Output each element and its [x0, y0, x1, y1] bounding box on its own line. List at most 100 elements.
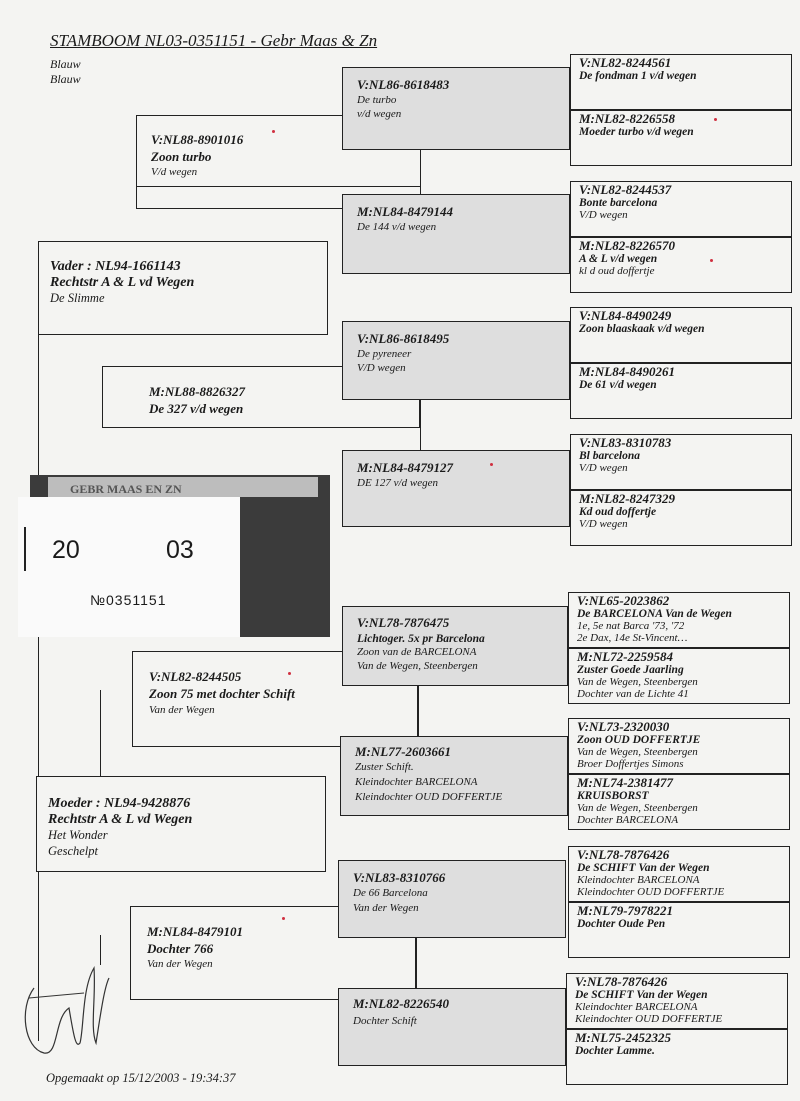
gggp-box: V:NL65-2023862 De BARCELONA Van de Wegen…	[568, 592, 790, 648]
gggp-line: Van de Wegen, Steenbergen	[577, 676, 698, 688]
gggp-ring: M:NL82-8247329	[579, 491, 676, 506]
gp-sub: Van der Wegen	[147, 958, 213, 970]
gp-ring: M:NL88-8826327	[149, 384, 246, 399]
father-line1: Rechtstr A & L vd Wegen	[50, 275, 195, 290]
gggp-box: V:NL83-8310783 Bl barcelona V/D wegen	[570, 434, 792, 490]
gggp-line: A & L v/d wegen	[579, 253, 658, 265]
gggp-line: Bonte barcelona	[579, 197, 658, 209]
marker-dot	[272, 130, 275, 133]
gggp-line: De fondman 1 v/d wegen	[579, 70, 697, 82]
trunk-line	[38, 241, 39, 1041]
gggp-box: M:NL74-2381477 KRUISBORST Van de Wegen, …	[568, 774, 790, 830]
gggp-ring: V:NL82-8244561	[579, 55, 672, 70]
ggp-box: M:NL82-8226540 Dochter Schift	[338, 988, 566, 1066]
ggp-line: Zoon van de BARCELONA	[357, 646, 477, 658]
marker-dot	[282, 917, 285, 920]
gp-ring: V:NL82-8244505	[149, 669, 242, 684]
gggp-box: V:NL78-7876426 De SCHIFT Van der Wegen K…	[566, 973, 788, 1029]
ggp-box: M:NL84-8479127 DE 127 v/d wegen	[342, 450, 570, 527]
gggp-ring: V:NL82-8244537	[579, 182, 672, 197]
gggp-line: Kleindochter BARCELONA	[577, 874, 700, 886]
gggp-box: V:NL84-8490249 Zoon blaaskaak v/d wegen	[570, 307, 792, 363]
ggp-line: Zuster Schift.	[355, 761, 414, 773]
gp-ring: M:NL84-8479101	[147, 924, 244, 939]
gp-name: Dochter 766	[147, 941, 214, 956]
gggp-ring: M:NL79-7978221	[577, 903, 674, 918]
ggp-line: DE 127 v/d wegen	[357, 477, 438, 489]
ggp-box: M:NL77-2603661 Zuster Schift. Kleindocht…	[340, 736, 568, 816]
ggp-line: Kleindochter OUD DOFFERTJE	[355, 791, 503, 803]
ggp-ring: V:NL86-8618483	[357, 77, 450, 92]
gp-name: Zoon 75 met dochter Schift	[149, 686, 295, 701]
gggp-line: Kd oud doffertje	[579, 506, 657, 518]
card-year-2: 03	[166, 536, 194, 564]
gggp-box: M:NL75-2452325 Dochter Lamme.	[566, 1029, 788, 1085]
gggp-box: V:NL73-2320030 Zoon OUD DOFFERTJE Van de…	[568, 718, 790, 774]
gggp-ring: M:NL82-8226570	[579, 238, 676, 253]
gp-name: De 327 v/d wegen	[149, 401, 244, 416]
gggp-line: V/D wegen	[579, 462, 628, 474]
gggp-ring: M:NL72-2259584	[577, 649, 674, 664]
gggp-line: Kleindochter BARCELONA	[575, 1001, 698, 1013]
gggp-line: Van de Wegen, Steenbergen	[577, 802, 698, 814]
grandparent-box: V:NL82-8244505 Zoon 75 met dochter Schif…	[132, 651, 418, 747]
gggp-line: Moeder turbo v/d wegen	[579, 126, 694, 138]
gggp-line: 1e, 5e nat Barca '73, '72	[577, 620, 685, 632]
gggp-line: Bl barcelona	[579, 450, 641, 462]
gggp-line: Kleindochter OUD DOFFERTJE	[575, 1013, 723, 1025]
ggp-box: V:NL83-8310766 De 66 Barcelona Van der W…	[338, 860, 566, 938]
gggp-ring: V:NL78-7876426	[575, 974, 668, 989]
mother-line2: Het Wonder	[48, 828, 108, 842]
gggp-line: De SCHIFT Van der Wegen	[575, 989, 708, 1001]
ggp-box: V:NL86-8618495 De pyreneer V/D wegen	[342, 321, 570, 400]
gggp-box: M:NL72-2259584 Zuster Goede Jaarling Van…	[568, 648, 790, 704]
gggp-line: V/D wegen	[579, 209, 628, 221]
gggp-ring: V:NL83-8310783	[579, 435, 672, 450]
marker-dot	[714, 118, 717, 121]
ggp-line: De pyreneer	[357, 348, 412, 360]
father-box: Vader : NL94-1661143 Rechtstr A & L vd W…	[38, 241, 328, 335]
gggp-box: V:NL82-8244537 Bonte barcelona V/D wegen	[570, 181, 792, 237]
gggp-line: Dochter Lamme.	[575, 1045, 655, 1057]
connector	[416, 938, 417, 988]
gggp-ring: M:NL75-2452325	[575, 1030, 672, 1045]
gggp-line: Van de Wegen, Steenbergen	[577, 746, 698, 758]
gggp-line: kl d oud doffertje	[579, 265, 655, 277]
marker-dot	[490, 463, 493, 466]
gggp-ring: V:NL84-8490249	[579, 308, 672, 323]
stamp-partial-text: GEBR MAAS EN ZN	[70, 482, 182, 496]
gggp-line: Dochter BARCELONA	[577, 814, 679, 826]
ggp-line: De turbo	[357, 94, 397, 106]
gggp-line: V/D wegen	[579, 518, 628, 530]
gp-name: Zoon turbo	[151, 149, 212, 164]
pedigree-title: STAMBOOM NL03-0351151 - Gebr Maas & Zn	[50, 31, 378, 50]
ggp-ring: M:NL84-8479144	[357, 204, 454, 219]
generated-timestamp: Opgemaakt op 15/12/2003 - 19:34:37	[46, 1071, 236, 1085]
ggp-line: Van der Wegen	[353, 902, 419, 914]
gggp-line: KRUISBORST	[577, 790, 649, 802]
ggp-box: V:NL86-8618483 De turbo v/d wegen	[342, 67, 570, 150]
connector	[100, 690, 101, 776]
gggp-line: De 61 v/d wegen	[579, 379, 657, 391]
gggp-box: V:NL82-8244561 De fondman 1 v/d wegen	[570, 54, 792, 110]
color-line-1: Blauw	[50, 57, 81, 71]
mother-line1: Rechtstr A & L vd Wegen	[48, 812, 193, 827]
card-bar	[24, 527, 26, 571]
ring-card: 20 03 №0351151	[18, 497, 240, 637]
gggp-line: Dochter Oude Pen	[577, 918, 666, 930]
gggp-ring: V:NL73-2320030	[577, 719, 670, 734]
marker-dot	[288, 672, 291, 675]
gggp-box: M:NL84-8490261 De 61 v/d wegen	[570, 363, 792, 419]
gggp-box: M:NL79-7978221 Dochter Oude Pen	[568, 902, 790, 958]
marker-dot	[710, 259, 713, 262]
gggp-line: Kleindochter OUD DOFFERTJE	[577, 886, 725, 898]
color-line-2: Blauw	[50, 72, 81, 86]
connector	[136, 208, 342, 209]
gggp-box: V:NL78-7876426 De SCHIFT Van der Wegen K…	[568, 846, 790, 902]
ggp-ring: V:NL86-8618495	[357, 331, 450, 346]
ggp-line: Kleindochter BARCELONA	[355, 776, 478, 788]
gggp-line: Broer Doffertjes Simons	[577, 758, 684, 770]
connector	[418, 686, 419, 736]
ggp-ring: V:NL83-8310766	[353, 870, 446, 885]
gggp-line: De SCHIFT Van der Wegen	[577, 862, 710, 874]
